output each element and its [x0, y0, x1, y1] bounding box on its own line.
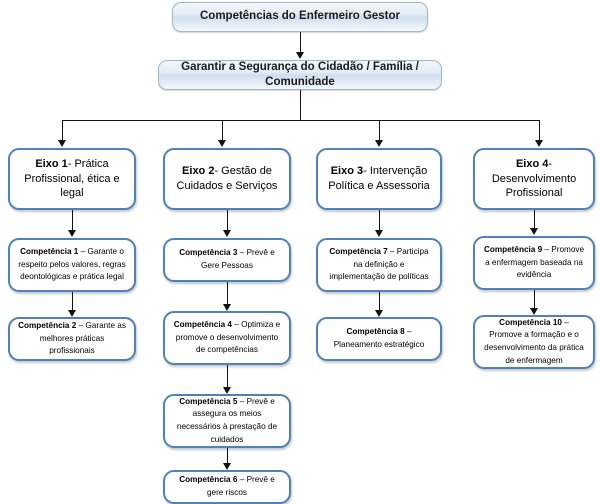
node-competencia-8-rest: – Planeamento estratégico: [333, 327, 425, 349]
connector-subroot-stem: [300, 90, 301, 120]
connector-comp4-to-comp5: [227, 365, 228, 389]
node-eixo-4: Eixo 4- Desenvolvimento Profissional: [473, 148, 595, 210]
arrowhead-competencia-4: [222, 304, 231, 311]
node-competencia-9-rest: – Promove a enfermagem baseada na evidên…: [485, 244, 585, 280]
node-competencia-2-rest: – Garante as melhores práticas profissio…: [39, 320, 126, 356]
connector-eixo4-to-comp9: [534, 210, 535, 230]
node-competencia-7-lead: Competência 7: [329, 246, 388, 256]
node-competencia-10: Competência 10 – Promove a formação e o …: [473, 315, 595, 369]
arrowhead-eixo-4: [534, 140, 543, 147]
node-competencia-5-rest: – Prevê e assegura os meios necessários …: [176, 396, 278, 444]
node-competencia-2: Competência 2 – Garante as melhores prát…: [8, 317, 136, 361]
node-eixo-3: Eixo 3- Intervenção Política e Assessori…: [316, 148, 442, 210]
node-competencia-4-rest: – Optimiza e promove o desenvolvimento d…: [175, 319, 281, 355]
arrowhead-competencia-10: [529, 308, 538, 315]
arrowhead-subroot: [295, 52, 304, 59]
root-node: Competências do Enfermeiro Gestor: [172, 2, 428, 32]
node-competencia-1-rest: – Garante o respeito pelos valores, regr…: [18, 246, 126, 282]
connector-bus-drop-1: [62, 120, 63, 142]
node-competencia-9: Competência 9 – Promove a enfermagem bas…: [473, 236, 595, 290]
node-competencia-3-rest: – Prevê e Gere Pessoas: [201, 248, 275, 270]
node-eixo-1-lead: Eixo 1: [35, 158, 68, 171]
subroot-node: Garantir a Segurança do Cidadão / Famíli…: [158, 60, 442, 90]
arrowhead-competencia-5: [222, 387, 231, 394]
node-competencia-5-lead: Competência 5: [179, 396, 238, 406]
node-competencia-4-lead: Competência 4: [173, 319, 232, 329]
node-competencia-1-lead: Competência 1: [20, 246, 79, 256]
arrowhead-competencia-3: [222, 230, 231, 237]
node-competencia-2-lead: Competência 2: [18, 320, 77, 330]
arrowhead-competencia-6: [222, 463, 231, 470]
node-competencia-9-lead: Competência 9: [483, 244, 543, 254]
arrowhead-competencia-2: [67, 310, 76, 317]
node-competencia-7: Competência 7 – Participa na definição e…: [316, 238, 442, 292]
connector-bus-drop-4: [539, 120, 540, 142]
connector-bus-horizontal: [62, 120, 539, 121]
connector-comp7-to-comp8: [379, 292, 380, 312]
node-competencia-8-lead: Competência 8: [346, 327, 405, 337]
connector-eixo3-to-comp7: [379, 210, 380, 232]
node-eixo-3-lead: Eixo 3: [330, 165, 364, 178]
connector-root-to-subroot: [300, 32, 301, 54]
node-competencia-3-lead: Competência 3: [179, 248, 238, 258]
node-eixo-4-lead: Eixo 4: [515, 158, 549, 171]
node-eixo-2-lead: Eixo 2: [182, 165, 215, 178]
node-competencia-10-rest: – Promove a formação e o desenvolvimento…: [484, 317, 584, 365]
arrowhead-eixo-1: [57, 140, 66, 147]
node-eixo-2-rest: - Gestão de Cuidados e Serviços: [176, 165, 278, 192]
root-node-label: Competências do Enfermeiro Gestor: [199, 10, 401, 23]
node-competencia-10-lead: Competência 10: [499, 317, 562, 327]
node-eixo-1-rest: - Prática Profissional, ética e legal: [24, 158, 120, 200]
connector-comp3-to-comp4: [227, 282, 228, 306]
arrowhead-competencia-1: [67, 230, 76, 237]
arrowhead-competencia-7: [374, 230, 383, 237]
connector-bus-drop-2: [222, 120, 223, 142]
subroot-node-label: Garantir a Segurança do Cidadão / Famíli…: [181, 60, 419, 88]
node-competencia-5: Competência 5 – Prevê e assegura os meio…: [163, 394, 291, 448]
connector-eixo1-to-comp1: [72, 210, 73, 232]
arrowhead-competencia-9: [529, 228, 538, 235]
node-competencia-6-lead: Competência 6: [179, 475, 238, 485]
arrowhead-eixo-2: [217, 140, 226, 147]
node-competencia-1: Competência 1 – Garante o respeito pelos…: [8, 238, 136, 292]
node-competencia-3: Competência 3 – Prevê e Gere Pessoas: [163, 238, 291, 282]
node-competencia-6-rest: – Prevê e gere riscos: [206, 475, 275, 497]
arrowhead-competencia-8: [374, 310, 383, 317]
connector-eixo2-to-comp3: [227, 210, 228, 232]
node-eixo-3-rest: - Intervenção Política e Assessoria: [328, 165, 430, 192]
connector-bus-drop-3: [379, 120, 380, 142]
connector-comp5-to-comp6: [227, 448, 228, 465]
node-competencia-8: Competência 8 – Planeamento estratégico: [316, 317, 442, 361]
node-eixo-4-rest: - Desenvolvimento Profissional: [491, 158, 577, 200]
connector-comp9-to-comp10: [534, 290, 535, 310]
node-eixo-2: Eixo 2- Gestão de Cuidados e Serviços: [163, 148, 291, 210]
node-eixo-1: Eixo 1- Prática Profissional, ética e le…: [8, 148, 136, 210]
node-competencia-4: Competência 4 – Optimiza e promove o des…: [163, 311, 291, 365]
node-competencia-6: Competência 6 – Prevê e gere riscos: [163, 470, 291, 504]
connector-comp1-to-comp2: [72, 292, 73, 312]
arrowhead-eixo-3: [374, 140, 383, 147]
node-competencia-7-rest: – Participa na definição e implementação…: [329, 246, 429, 282]
